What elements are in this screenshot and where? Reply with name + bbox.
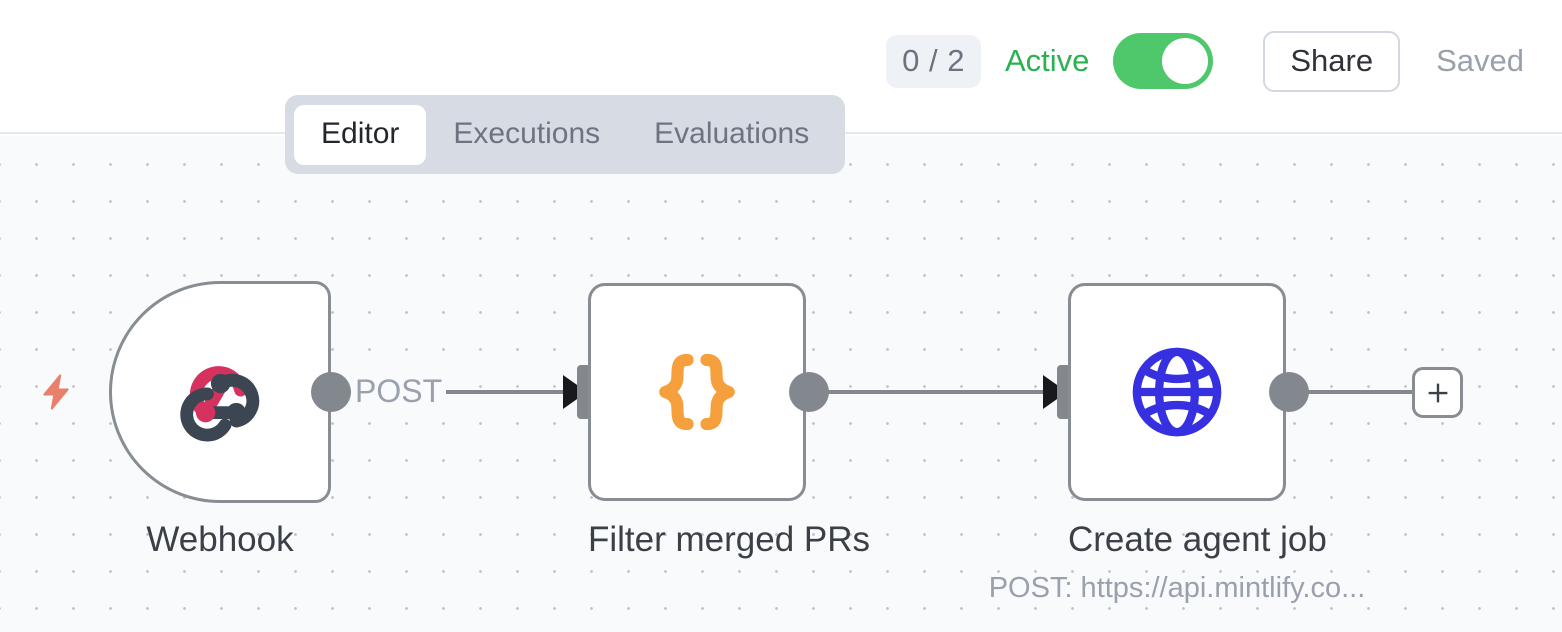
output-port-http[interactable] bbox=[1269, 372, 1309, 412]
view-tabs: Editor Executions Evaluations bbox=[285, 95, 846, 174]
tab-evaluations[interactable]: Evaluations bbox=[627, 105, 836, 165]
output-port-filter[interactable] bbox=[789, 372, 829, 412]
node-webhook[interactable] bbox=[109, 281, 331, 503]
node-filter-merged-prs[interactable] bbox=[588, 283, 806, 501]
edge-http-to-add bbox=[1303, 390, 1415, 394]
toggle-knob bbox=[1162, 38, 1209, 84]
tab-editor[interactable]: Editor bbox=[294, 104, 427, 165]
header-actions: 0 / 2 Active Share Saved bbox=[886, 30, 1524, 92]
globe-icon bbox=[1126, 341, 1228, 443]
node-label-filter: Filter merged PRs bbox=[588, 520, 871, 559]
node-sublabel-http: POST: https://api.mintlify.co... bbox=[988, 572, 1366, 604]
edge-webhook-to-filter[interactable] bbox=[345, 390, 581, 394]
lightning-bolt-icon bbox=[36, 366, 76, 418]
edge-filter-to-http[interactable] bbox=[823, 390, 1043, 394]
node-create-agent-job[interactable] bbox=[1068, 283, 1286, 501]
curly-braces-icon bbox=[643, 338, 751, 446]
node-label-http: Create agent job bbox=[1068, 520, 1327, 559]
share-button[interactable]: Share bbox=[1263, 30, 1401, 92]
plus-icon bbox=[1428, 383, 1447, 402]
node-label-webhook: Webhook bbox=[146, 520, 294, 559]
active-status-label: Active bbox=[1004, 43, 1090, 78]
saved-status-label: Saved bbox=[1436, 43, 1524, 78]
tab-executions[interactable]: Executions bbox=[426, 105, 627, 165]
webhook-icon bbox=[170, 342, 270, 442]
flow-layer: Webhook POST Filter merged PRs bbox=[0, 136, 1562, 632]
execution-count-badge: 0 / 2 bbox=[886, 34, 981, 88]
workflow-canvas[interactable]: Webhook POST Filter merged PRs bbox=[0, 136, 1562, 632]
active-toggle[interactable] bbox=[1113, 33, 1214, 89]
edge-label-post: POST bbox=[351, 375, 447, 407]
output-port-webhook[interactable] bbox=[311, 372, 351, 412]
add-node-button[interactable] bbox=[1412, 367, 1463, 418]
